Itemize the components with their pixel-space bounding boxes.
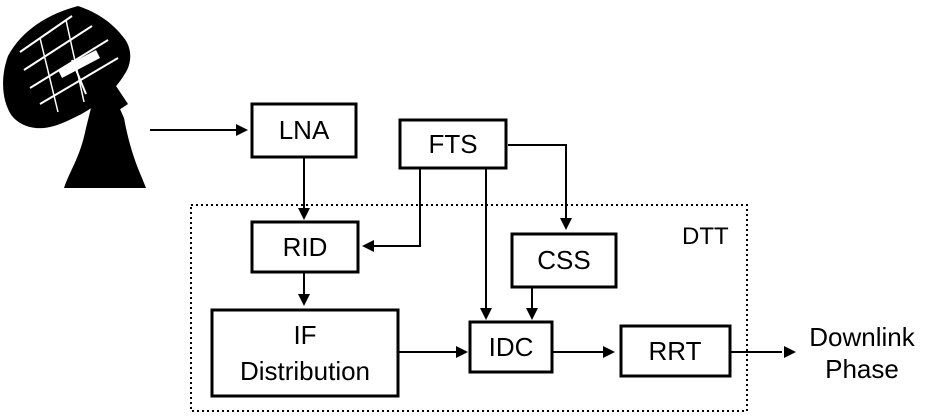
connection-wires (150, 124, 796, 358)
downlink-phase-label-line1: Downlink (809, 322, 915, 352)
css-block: CSS (510, 232, 618, 289)
if-distribution-label-line1: IF (293, 320, 316, 350)
fts-to-css-arrow (508, 144, 567, 220)
fts-to-rid-arrow (372, 168, 421, 247)
dtt-group-border (190, 204, 748, 412)
idc-block: IDC (468, 320, 554, 374)
lna-block: LNA (250, 102, 358, 159)
fts-block: FTS (398, 118, 508, 170)
rrt-label: RRT (649, 336, 702, 366)
idc-label: IDC (489, 332, 534, 362)
rrt-block: RRT (619, 324, 732, 378)
lna-label: LNA (279, 115, 330, 145)
dtt-group-label: DTT (682, 223, 729, 250)
rid-label: RID (283, 232, 328, 262)
fts-label: FTS (428, 129, 477, 159)
downlink-phase-label-line2: Phase (825, 354, 899, 384)
if-distribution-block: IF Distribution (210, 308, 400, 398)
if-distribution-label-line2: Distribution (240, 356, 370, 386)
satellite-dish-antenna-icon (3, 6, 146, 188)
css-label: CSS (537, 245, 590, 275)
rid-block: RID (250, 220, 360, 274)
